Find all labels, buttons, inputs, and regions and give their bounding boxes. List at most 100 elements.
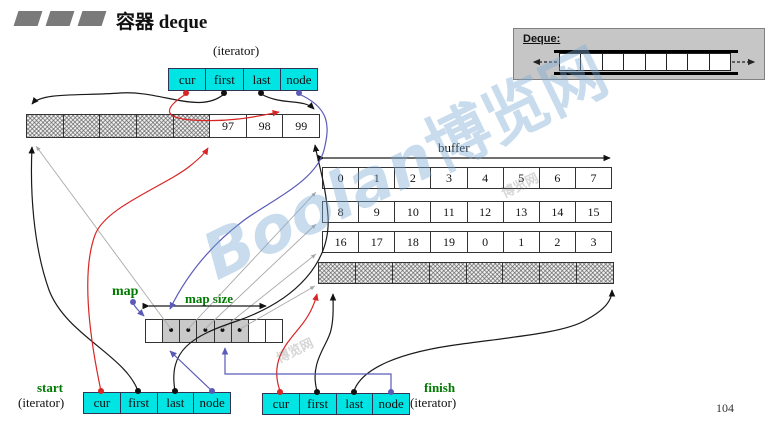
buffer-cell-used (391, 262, 430, 284)
map-cell (247, 319, 266, 343)
buffer-cell: 0 (322, 167, 360, 189)
start-iterator-box: cur first last node (83, 392, 231, 414)
top-iterator-last: last (242, 68, 281, 91)
start-buffer: 97 98 99 (26, 114, 320, 138)
buffer-cell: 2 (394, 167, 432, 189)
top-last-wire (260, 93, 315, 110)
map-cell: • (196, 319, 215, 343)
top-iterator-caption: (iterator) (213, 43, 260, 58)
buffer-row-2: 8 9 10 11 12 13 14 15 (322, 201, 612, 223)
map-array: • • • • • (145, 319, 283, 343)
buffer-cell: 7 (574, 167, 612, 189)
buffer-cell: 16 (322, 231, 360, 253)
page-number: 104 (716, 401, 734, 415)
start-first-wire (28, 146, 139, 392)
buffer-cell: 4 (466, 167, 504, 189)
map-ptr-row2 (204, 223, 317, 330)
buffer-cell: 17 (358, 231, 396, 253)
finish-last-wire (353, 289, 616, 392)
buffer-cell-used (318, 262, 356, 284)
buffer-cell: 10 (394, 201, 432, 223)
map-cell: • (179, 319, 198, 343)
buffer-cell: 3 (430, 167, 468, 189)
buffer-cell-used (354, 262, 393, 284)
title-bullet-icon (13, 11, 43, 26)
buffer-row-3: 16 17 18 19 0 1 2 3 (322, 231, 612, 253)
start-last-wire (173, 144, 329, 392)
finish-label: finish (424, 380, 456, 395)
buffer-cell: 11 (430, 201, 468, 223)
buffer-cell: 1 (502, 231, 540, 253)
finish-iterator-box: cur first last node (262, 393, 410, 415)
start-iterator-cur: cur (83, 392, 121, 414)
buffer-cell-used (428, 262, 467, 284)
map-cell (145, 319, 164, 343)
deque-inset-panel: Deque: (513, 28, 765, 80)
finish-node-wire (221, 347, 392, 392)
start-iterator-last: last (156, 392, 195, 414)
inset-bottom-bar (554, 72, 738, 75)
map-label: map (112, 284, 139, 299)
finish-first-wire (314, 293, 337, 392)
buffer-cell: 3 (574, 231, 612, 253)
buffer-cell-used (99, 114, 137, 138)
start-iterator-node: node (193, 392, 231, 414)
buffer-cell-used (62, 114, 101, 138)
buffer-cell: 0 (466, 231, 504, 253)
buffer-cell: 18 (394, 231, 432, 253)
finish-iterator-caption: (iterator) (410, 395, 457, 410)
map-ptr-row3 (221, 253, 317, 330)
buffer-cell: 98 (245, 114, 284, 138)
map-cell (264, 319, 283, 343)
map-cell: • (213, 319, 232, 343)
start-iterator-first: first (119, 392, 158, 414)
map-cell: • (162, 319, 181, 343)
buffer-cell: 12 (466, 201, 504, 223)
top-iterator-first: first (205, 68, 244, 91)
buffer-row-4-hatched (318, 262, 614, 284)
buffer-cell: 2 (538, 231, 576, 253)
start-cur-wire (87, 147, 209, 392)
start-iterator-caption: (iterator) (18, 395, 65, 410)
top-iterator-box: cur first last node (168, 68, 318, 91)
buffer-cell: 9 (358, 201, 396, 223)
map-ptr-row1 (187, 191, 317, 330)
map-ptr-start-buffer (35, 145, 172, 330)
start-node-wire (169, 350, 213, 392)
title-bullet-icon (45, 11, 75, 26)
buffer-cell: 1 (358, 167, 396, 189)
top-iterator-node: node (279, 68, 318, 91)
buffer-cell: 8 (322, 201, 360, 223)
deque-inset-label: Deque: (523, 33, 561, 45)
map-cell: • (230, 319, 249, 343)
buffer-cell-used (539, 262, 578, 284)
map-size-label: map size (185, 291, 234, 306)
buffer-cell: 19 (430, 231, 468, 253)
finish-iterator-last: last (335, 393, 374, 415)
buffer-cell: 99 (282, 114, 320, 138)
buffer-cell: 15 (574, 201, 612, 223)
top-iterator-cur: cur (168, 68, 207, 91)
title-bullet-icon (77, 11, 107, 26)
buffer-cell: 13 (502, 201, 540, 223)
start-label: start (37, 380, 63, 395)
finish-iterator-node: node (372, 393, 410, 415)
map-label-wire (132, 302, 145, 317)
buffer-cell: 5 (502, 167, 540, 189)
buffer-cell: 14 (538, 201, 576, 223)
inset-arrows (532, 58, 756, 66)
buffer-cell-used (26, 114, 64, 138)
buffer-cell: 6 (538, 167, 576, 189)
inset-top-bar (554, 50, 738, 53)
top-first-wire (31, 92, 225, 105)
buffer-cell-used (502, 262, 541, 284)
page-title: 容器 deque (116, 12, 208, 33)
inset-cells (559, 53, 731, 71)
buffer-cell-used (135, 114, 174, 138)
finish-iterator-first: first (298, 393, 337, 415)
finish-iterator-cur: cur (262, 393, 300, 415)
buffer-cell-used (576, 262, 614, 284)
buffer-cell-used (465, 262, 504, 284)
buffer-row-1: 0 1 2 3 4 5 6 7 (322, 167, 612, 189)
